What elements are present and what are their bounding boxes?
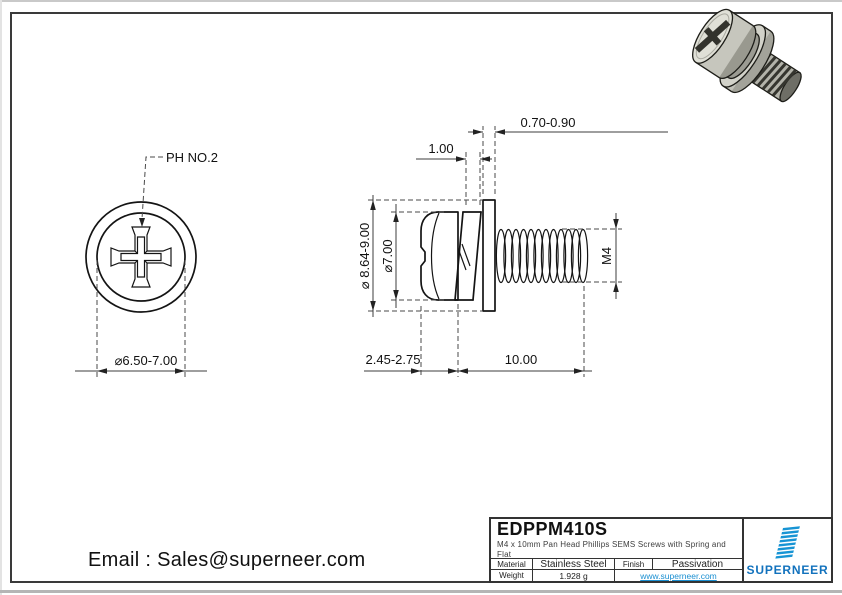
washer-outline-circle bbox=[85, 201, 197, 313]
material-value: Stainless Steel bbox=[533, 559, 615, 570]
weight-label: Weight bbox=[491, 570, 533, 581]
phillips-recess-inner bbox=[120, 236, 162, 278]
dim-arrow bbox=[97, 368, 107, 374]
head-outline-circle bbox=[96, 212, 186, 302]
head-crown-line bbox=[430, 212, 440, 300]
recess-leader-line bbox=[141, 156, 163, 220]
contact-email: Email : Sales@superneer.com bbox=[88, 549, 366, 571]
title-block: EDPPM410S M4 x 10mm Pan Head Phillips SE… bbox=[489, 517, 833, 583]
phillips-recess-chamfers bbox=[134, 250, 148, 264]
thread-size-dim: M4 bbox=[599, 247, 614, 265]
material-label: Material bbox=[491, 559, 533, 570]
part-description-line1: M4 x 10mm Pan Head Phillips SEMS Screws … bbox=[497, 539, 726, 558]
drawing-border bbox=[10, 12, 833, 583]
screw-3d-preview bbox=[692, 8, 802, 103]
finish-value: Passivation bbox=[653, 559, 742, 570]
weight-value: 1.928 g bbox=[533, 570, 615, 581]
front-view: PH NO.2 ⌀6.50-7.00 bbox=[75, 150, 218, 377]
side-view: 0.70-0.90 1.00 ⌀ 8.64-9.00 ⌀7.00 bbox=[357, 115, 668, 377]
title-block-info: EDPPM410S M4 x 10mm Pan Head Phillips SE… bbox=[491, 519, 742, 581]
website-link[interactable]: www.superneer.com bbox=[640, 570, 717, 581]
spring-washer-profile bbox=[454, 211, 482, 301]
flat-washer-diameter-dim: ⌀ 8.64-9.00 bbox=[357, 223, 372, 289]
spring-washer-thickness-dim: 1.00 bbox=[428, 141, 453, 156]
part-number: EDPPM410S bbox=[497, 519, 608, 539]
finish-label: Finish bbox=[615, 559, 653, 570]
page-top-edge bbox=[0, 0, 842, 2]
brand-stripes-icon bbox=[774, 526, 800, 559]
thread-length-dim: 10.00 bbox=[505, 352, 538, 367]
head-diameter-dim: ⌀6.50-7.00 bbox=[115, 353, 178, 368]
brand-name: SUPERNEER bbox=[746, 563, 829, 577]
flat-washer-thickness-dim: 0.70-0.90 bbox=[521, 115, 576, 130]
flat-washer-profile bbox=[482, 199, 496, 312]
head-diameter-dim-side: ⌀7.00 bbox=[380, 239, 395, 272]
phillips-cross-3d bbox=[694, 19, 731, 53]
page-bottom-edge bbox=[0, 590, 842, 593]
thread-profile bbox=[495, 228, 589, 284]
head-height-dim: 2.45-2.75 bbox=[366, 352, 421, 367]
dim-arrow bbox=[175, 368, 185, 374]
spec-table: Material Stainless Steel Finish Passivat… bbox=[491, 558, 742, 581]
pan-head-profile bbox=[420, 211, 459, 301]
page-left-edge bbox=[0, 0, 2, 595]
recess-label: PH NO.2 bbox=[166, 150, 218, 165]
phillips-recess-outline bbox=[110, 226, 172, 288]
brand-logo: SUPERNEER bbox=[742, 519, 831, 581]
leader-arrow bbox=[139, 218, 145, 227]
